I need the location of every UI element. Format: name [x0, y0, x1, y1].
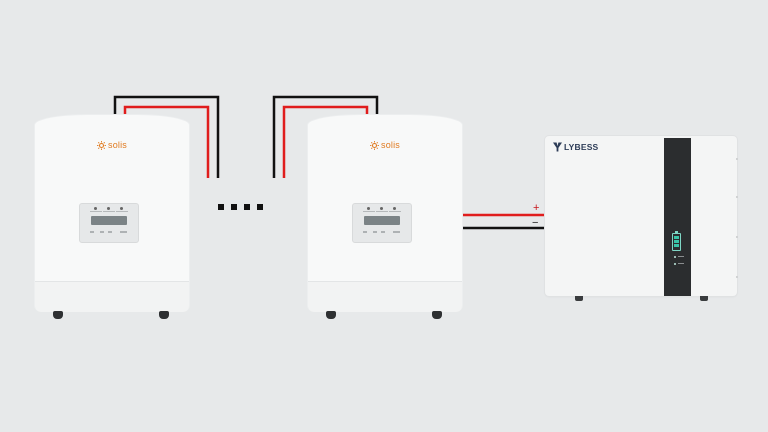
battery-edge-marker: [736, 158, 738, 160]
ellipsis-dot: [218, 204, 224, 210]
led-label-mark: [90, 211, 102, 212]
battery-unit: LYBESS: [545, 136, 738, 301]
lcd-screen: [91, 216, 127, 225]
ellipsis-dot: [231, 204, 237, 210]
battery-status-led: [674, 263, 676, 265]
inverter-foot: [432, 311, 442, 319]
led-label-mark: [376, 211, 388, 212]
sun-icon: [370, 140, 379, 150]
inverter-brand: solis: [97, 139, 127, 151]
control-key[interactable]: [363, 231, 367, 233]
status-led: [367, 207, 370, 210]
battery-status-led: [674, 256, 676, 258]
inverter-display-panel: [79, 203, 139, 243]
battery-level-icon: [672, 231, 681, 251]
inverter-foot: [53, 311, 63, 319]
status-led: [380, 207, 383, 210]
battery-front-strip: [664, 138, 691, 296]
battery-edge-marker: [736, 236, 738, 238]
control-key[interactable]: [393, 231, 400, 233]
control-key[interactable]: [373, 231, 377, 233]
inverter2-negative-wire: [272, 95, 379, 178]
control-key[interactable]: [108, 231, 112, 233]
brand-label: solis: [108, 140, 128, 150]
lcd-screen: [364, 216, 400, 225]
led-label-mark: [103, 211, 115, 212]
led-label-mark: [116, 211, 128, 212]
inverter-display-panel: [352, 203, 412, 243]
inverter-2: solis: [308, 115, 462, 321]
battery-edge-marker: [736, 196, 738, 198]
status-led: [393, 207, 396, 210]
battery-brand-label: LYBESS: [564, 142, 599, 152]
inverter-brand: solis: [370, 139, 400, 151]
battery-foot: [700, 296, 708, 301]
inverter-foot: [326, 311, 336, 319]
control-key[interactable]: [120, 231, 127, 233]
led-label-mark: [678, 256, 684, 257]
status-led: [107, 207, 110, 210]
negative-terminal-label: −: [532, 217, 539, 229]
control-key[interactable]: [90, 231, 94, 233]
control-key[interactable]: [100, 231, 104, 233]
led-label-mark: [363, 211, 375, 212]
sun-icon: [97, 140, 106, 150]
inverter-foot: [159, 311, 169, 319]
status-led: [120, 207, 123, 210]
led-label-mark: [389, 211, 401, 212]
ellipsis-dot: [257, 204, 263, 210]
led-label-mark: [678, 263, 684, 264]
battery-foot: [575, 296, 583, 301]
battery-brand: LYBESS: [553, 142, 598, 152]
status-led: [94, 207, 97, 210]
inverter-bottom-band: [308, 281, 462, 312]
inverter-1: solis: [35, 115, 189, 321]
ellipsis-dot: [244, 204, 250, 210]
inverter-bottom-band: [35, 281, 189, 312]
brand-label: solis: [381, 140, 401, 150]
control-key[interactable]: [381, 231, 385, 233]
positive-terminal-label: +: [533, 202, 540, 214]
battery-edge-marker: [736, 276, 738, 278]
lybess-logo-icon: [553, 142, 562, 152]
inverter1-negative-wire: [113, 95, 220, 178]
